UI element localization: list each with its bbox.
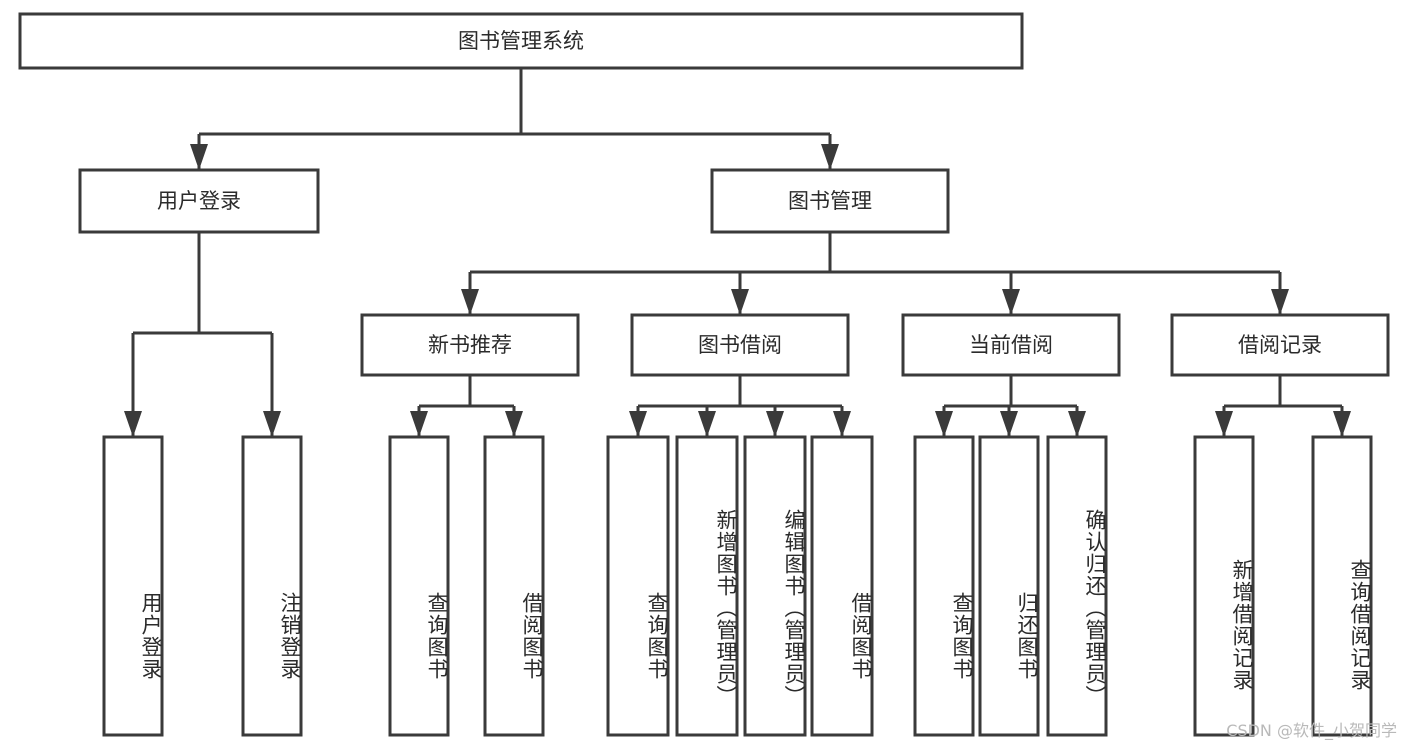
arrow-head-icon bbox=[698, 411, 716, 437]
node-label: 图书借阅 bbox=[698, 333, 782, 357]
arrow-head-icon bbox=[1333, 411, 1351, 437]
node-box[interactable] bbox=[743, 435, 807, 737]
node-borrow-record[interactable]: 借阅记录 bbox=[1170, 313, 1390, 377]
arrow-head-icon bbox=[1002, 289, 1020, 315]
node-book-manage[interactable]: 图书管理 bbox=[710, 168, 950, 234]
node-leaf-query-book-current[interactable] bbox=[913, 435, 975, 737]
arrow-head-icon bbox=[190, 144, 208, 170]
node-box[interactable] bbox=[675, 435, 739, 737]
node-user-login[interactable]: 用户登录 bbox=[78, 168, 320, 234]
arrow-head-icon bbox=[1068, 411, 1086, 437]
node-new-book-recommend[interactable]: 新书推荐 bbox=[360, 313, 580, 377]
connectors-layer bbox=[124, 68, 1351, 437]
node-box[interactable] bbox=[241, 435, 303, 737]
arrow-head-icon bbox=[505, 411, 523, 437]
node-box[interactable] bbox=[360, 313, 580, 377]
arrow-head-icon bbox=[1000, 411, 1018, 437]
node-box[interactable] bbox=[1170, 313, 1390, 377]
node-label: 新书推荐 bbox=[428, 333, 512, 357]
node-book-borrow[interactable]: 图书借阅 bbox=[630, 313, 850, 377]
node-leaf-query-book-borrow[interactable] bbox=[606, 435, 670, 737]
node-leaf-edit-book-admin[interactable] bbox=[743, 435, 807, 737]
node-current-borrow[interactable]: 当前借阅 bbox=[901, 313, 1121, 377]
node-leaf-query-borrow-record[interactable] bbox=[1311, 435, 1373, 737]
arrow-head-icon bbox=[124, 411, 142, 437]
node-leaf-add-borrow-record[interactable] bbox=[1193, 435, 1255, 737]
arrow-head-icon bbox=[821, 144, 839, 170]
node-box[interactable] bbox=[630, 313, 850, 377]
arrow-head-icon bbox=[1215, 411, 1233, 437]
node-leaf-logout[interactable] bbox=[241, 435, 303, 737]
node-box[interactable] bbox=[913, 435, 975, 737]
node-box[interactable] bbox=[483, 435, 545, 737]
arrow-head-icon bbox=[766, 411, 784, 437]
arrow-head-icon bbox=[263, 411, 281, 437]
node-box[interactable] bbox=[1193, 435, 1255, 737]
arrow-head-icon bbox=[833, 411, 851, 437]
node-label: 用户登录 bbox=[157, 189, 241, 213]
node-box[interactable] bbox=[810, 435, 874, 737]
arrow-head-icon bbox=[410, 411, 428, 437]
node-leaf-confirm-return-admin[interactable] bbox=[1046, 435, 1108, 737]
node-box[interactable] bbox=[102, 435, 164, 737]
node-leaf-return-book[interactable] bbox=[978, 435, 1040, 737]
arrow-head-icon bbox=[629, 411, 647, 437]
node-label: 当前借阅 bbox=[969, 333, 1053, 357]
node-label: 图书管理 bbox=[788, 189, 872, 213]
node-box[interactable] bbox=[18, 12, 1024, 70]
arrow-head-icon bbox=[731, 289, 749, 315]
node-leaf-query-book-recommend[interactable] bbox=[388, 435, 450, 737]
node-box[interactable] bbox=[978, 435, 1040, 737]
node-box[interactable] bbox=[901, 313, 1121, 377]
node-box[interactable] bbox=[1046, 435, 1108, 737]
node-box[interactable] bbox=[78, 168, 320, 234]
node-box[interactable] bbox=[606, 435, 670, 737]
arrow-head-icon bbox=[1271, 289, 1289, 315]
node-root[interactable]: 图书管理系统 bbox=[18, 12, 1024, 70]
arrow-head-icon bbox=[935, 411, 953, 437]
node-leaf-user-login[interactable] bbox=[102, 435, 164, 737]
arrow-head-icon bbox=[461, 289, 479, 315]
node-label: 借阅记录 bbox=[1238, 333, 1322, 357]
node-box[interactable] bbox=[388, 435, 450, 737]
node-leaf-borrow-book-recommend[interactable] bbox=[483, 435, 545, 737]
node-leaf-borrow-book[interactable] bbox=[810, 435, 874, 737]
watermark-text: CSDN @软件_小贺同学 bbox=[1226, 721, 1397, 740]
node-box[interactable] bbox=[710, 168, 950, 234]
node-label: 图书管理系统 bbox=[458, 29, 584, 53]
node-box[interactable] bbox=[1311, 435, 1373, 737]
node-leaf-add-book-admin[interactable] bbox=[675, 435, 739, 737]
